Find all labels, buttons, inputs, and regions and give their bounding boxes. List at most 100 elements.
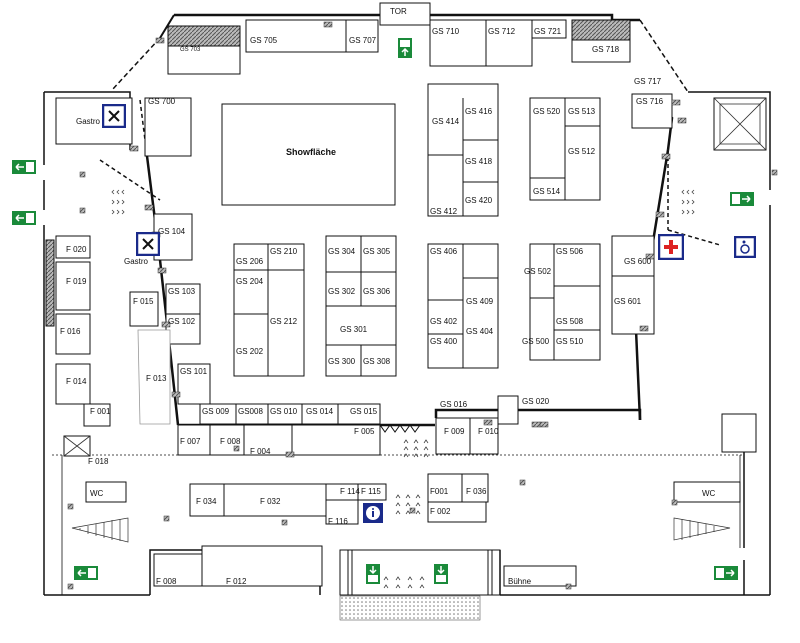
stand-gs400: GS 400 — [430, 337, 458, 346]
stand-f008a: F 008 — [220, 437, 241, 446]
stand-f001a: F 001 — [90, 407, 111, 416]
stand-gs705: GS 705 — [250, 36, 278, 45]
stand-gs015: GS 015 — [350, 407, 378, 416]
stand-gs600: GS 600 — [624, 257, 652, 266]
stand-gs707: GS 707 — [349, 36, 377, 45]
stand-f115: F 115 — [361, 487, 381, 496]
stand-gs508: GS 508 — [556, 317, 584, 326]
stand-gs210: GS 210 — [270, 247, 298, 256]
stand-gs510: GS 510 — [556, 337, 584, 346]
stand-gs601: GS 601 — [614, 297, 642, 306]
stand-f014: F 014 — [66, 377, 87, 386]
bottom-row-stands — [177, 395, 757, 456]
stairs — [71, 517, 731, 543]
inner-boundary-dashed — [99, 99, 721, 246]
stand-gs502: GS 502 — [524, 267, 552, 276]
stage-label: Bühne — [508, 577, 532, 586]
showroom-label: Showfläche — [286, 147, 337, 157]
entrance-mat — [339, 595, 481, 621]
stand-gs406: GS 406 — [430, 247, 458, 256]
stand-gs512: GS 512 — [568, 147, 596, 156]
stand-f010: F 010 — [478, 427, 499, 436]
stand-f002: F 002 — [430, 507, 451, 516]
entrance-lobby — [339, 549, 501, 596]
stand-f036: F 036 — [466, 487, 487, 496]
stand-block-300 — [325, 235, 397, 377]
entrance-doors — [347, 550, 493, 595]
stand-gs506: GS 506 — [556, 247, 584, 256]
zigzag-barrier — [379, 424, 421, 433]
emergency-exit-icon — [714, 566, 738, 580]
stand-f016: F 016 — [60, 327, 81, 336]
stand-gs300: GS 300 — [328, 357, 356, 366]
stand-gs212: GS 212 — [270, 317, 298, 326]
stand-gs420: GS 420 — [465, 196, 493, 205]
wc-left-label: WC — [90, 489, 104, 498]
stand-f019: F 019 — [66, 277, 87, 286]
stand-gs402: GS 402 — [430, 317, 458, 326]
stand-f008b: F 008 — [156, 577, 177, 586]
door-markers — [67, 21, 778, 590]
wheelchair-icon — [734, 236, 756, 258]
gate-label: TOR — [390, 7, 407, 16]
stand-f007: F 007 — [180, 437, 201, 446]
stand-gs404: GS 404 — [466, 327, 494, 336]
stand-f018: F 018 — [88, 457, 109, 466]
stand-block-410 — [427, 83, 499, 217]
stand-f034: F 034 — [196, 497, 217, 506]
gastro-restaurant-icon — [102, 104, 126, 128]
stand-gs016: GS 016 — [440, 400, 468, 409]
stand-gs500: GS 500 — [522, 337, 550, 346]
stand-f020: F 020 — [66, 245, 87, 254]
stand-gs020: GS 020 — [522, 397, 550, 406]
emergency-exit-icon — [730, 192, 754, 206]
stand-f032: F 032 — [260, 497, 281, 506]
showroom — [221, 103, 396, 206]
stand-gs412: GS 412 — [430, 207, 458, 216]
info-point-icon — [363, 503, 383, 523]
stand-gs101: GS 101 — [180, 367, 208, 376]
emergency-exit-icon — [74, 566, 98, 580]
stand-gs514: GS 514 — [533, 187, 561, 196]
f013-area — [137, 329, 171, 425]
stand-gs409: GS 409 — [466, 297, 494, 306]
gastro-mid-label: Gastro — [124, 257, 149, 266]
left-elevator-cross — [63, 435, 91, 457]
stand-block-400 — [427, 243, 499, 369]
stand-gs513: GS 513 — [568, 107, 596, 116]
stand-gs700: GS 700 — [148, 97, 176, 106]
direction-arrows — [111, 189, 695, 589]
emergency-exit-icon — [366, 564, 380, 584]
stand-gs009: GS 009 — [202, 407, 230, 416]
stand-gs104: GS 104 — [158, 227, 186, 236]
stand-gs306: GS 306 — [363, 287, 391, 296]
stand-gs717: GS 717 — [634, 77, 662, 86]
stand-block-500 — [529, 243, 601, 361]
stand-gs010: GS 010 — [270, 407, 298, 416]
stand-gs418: GS 418 — [465, 157, 493, 166]
lower-area-stands — [85, 473, 741, 587]
stand-gs414: GS 414 — [432, 117, 460, 126]
stand-gs703: GS 703 — [180, 47, 201, 53]
stand-f012: F 012 — [226, 577, 247, 586]
stand-f005: F 005 — [354, 427, 375, 436]
emergency-exit-icon — [12, 160, 36, 174]
stand-f001b: F001 — [430, 487, 449, 496]
stand-gs204: GS 204 — [236, 277, 264, 286]
stand-gs721: GS 721 — [534, 27, 562, 36]
stand-block-510 — [529, 97, 601, 201]
gastro-top-label: Gastro — [76, 117, 101, 126]
stand-block-600 — [611, 235, 655, 335]
stand-gs202: GS 202 — [236, 347, 264, 356]
stand-f114: F 114 — [340, 487, 360, 496]
emergency-exit-icon — [398, 38, 412, 58]
stand-gs014: GS 014 — [306, 407, 334, 416]
stand-gs008: GS008 — [238, 407, 263, 416]
stand-gs304: GS 304 — [328, 247, 356, 256]
stand-gs103: GS 103 — [168, 287, 196, 296]
stand-gs206: GS 206 — [236, 257, 264, 266]
stand-f013: F 013 — [146, 374, 167, 383]
elevator-frame — [719, 103, 761, 145]
